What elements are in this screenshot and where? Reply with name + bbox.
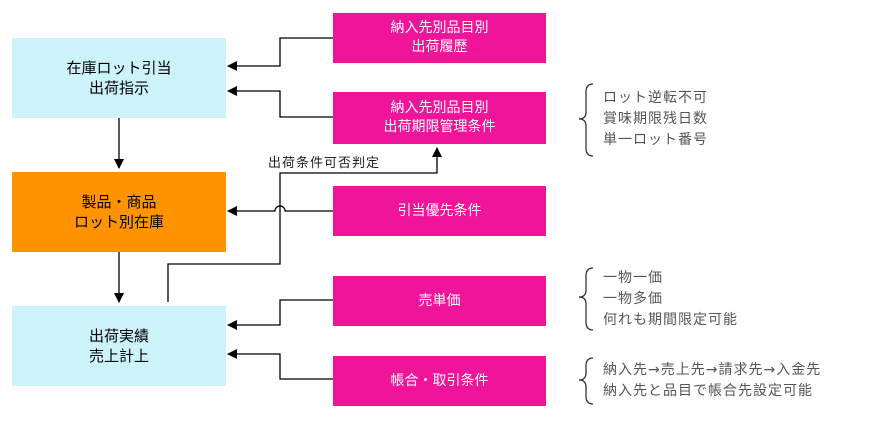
- inventory-line-1: 製品・商品: [81, 192, 157, 211]
- priority-line-1: 引当優先条件: [397, 202, 482, 219]
- expiry-note-1: ロット逆転不可: [603, 90, 708, 106]
- price-note-3: 何れも期間限定可能: [603, 312, 738, 328]
- inventory-line-2: ロット別在庫: [73, 213, 164, 231]
- priority-box: 引当優先条件: [333, 186, 546, 236]
- bracket-price: [578, 267, 594, 331]
- expiry-line-2: 出荷期限管理条件: [383, 119, 496, 135]
- arrow-expiry-to-allocation: [227, 86, 333, 118]
- bracket-expiry: [578, 83, 594, 157]
- price-box: 売単価: [333, 276, 546, 326]
- allocation-line-2: 出荷指示: [88, 79, 149, 97]
- history-line-2: 出荷履歴: [411, 39, 468, 55]
- price-note-1: 一物一価: [603, 270, 663, 286]
- shipment-line-1: 出荷実績: [88, 326, 149, 345]
- arrow-history-to-allocation: [227, 37, 333, 71]
- account-line-1: 帳合・取引条件: [390, 372, 489, 389]
- judgement-label: 出荷条件可否判定: [268, 156, 381, 171]
- arrow-judgement-path: [167, 147, 442, 302]
- shipment-box: 出荷実績 売上計上: [12, 306, 226, 386]
- account-notes: 納入先→売上先→請求先→入金先 納入先と品目で帳合先設定可能: [603, 360, 821, 402]
- price-note-2: 一物多価: [603, 291, 663, 307]
- price-notes: 一物一価 一物多価 何れも期間限定可能: [603, 268, 738, 331]
- shipment-line-2: 売上計上: [88, 347, 149, 365]
- account-box: 帳合・取引条件: [333, 356, 546, 406]
- bracket-account: [578, 357, 594, 405]
- account-note-2: 納入先と品目で帳合先設定可能: [603, 383, 813, 399]
- allocation-box: 在庫ロット引当 出荷指示: [12, 38, 226, 118]
- arrow-price-to-shipment: [227, 299, 333, 330]
- history-line-1: 納入先別品目別: [390, 20, 489, 37]
- price-line-1: 売単価: [418, 292, 461, 309]
- expiry-note-3: 単一ロット番号: [603, 132, 708, 148]
- expiry-note-2: 賞味期限残日数: [603, 111, 708, 127]
- expiry-line-1: 納入先別品目別: [390, 100, 489, 117]
- arrow-account-to-shipment: [227, 349, 333, 380]
- history-box: 納入先別品目別 出荷履歴: [333, 13, 546, 63]
- expiry-box: 納入先別品目別 出荷期限管理条件: [333, 92, 546, 144]
- account-note-1: 納入先→売上先→請求先→入金先: [603, 362, 822, 378]
- allocation-line-1: 在庫ロット引当: [66, 58, 172, 77]
- expiry-notes: ロット逆転不可 賞味期限残日数 単一ロット番号: [603, 88, 708, 151]
- inventory-box: 製品・商品 ロット別在庫: [12, 172, 226, 252]
